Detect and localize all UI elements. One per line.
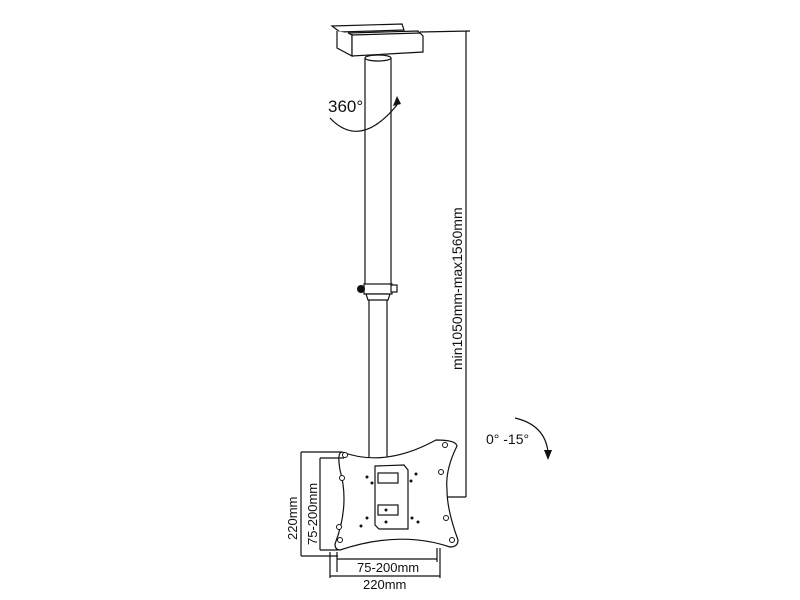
plate-width-label: 220mm — [363, 577, 406, 592]
tilt-label: 0° -15° — [486, 431, 529, 447]
rotation-arrow-icon — [329, 96, 401, 132]
upper-pole — [364, 54, 392, 290]
plate-height-label: 220mm — [285, 497, 300, 540]
plate-dimension-lines — [300, 451, 441, 578]
height-lock-knob — [357, 283, 398, 295]
height-range-label: min1050mm-max1560mm — [449, 207, 465, 370]
vesa-mounting-plate — [334, 439, 459, 551]
lower-pole — [365, 293, 391, 460]
vesa-vertical-label: 75-200mm — [305, 483, 320, 545]
rotation-label: 360° — [328, 97, 363, 116]
ceiling-bracket — [330, 23, 424, 57]
vesa-horizontal-label: 75-200mm — [357, 560, 419, 575]
tilt-arrow-icon — [514, 417, 552, 460]
